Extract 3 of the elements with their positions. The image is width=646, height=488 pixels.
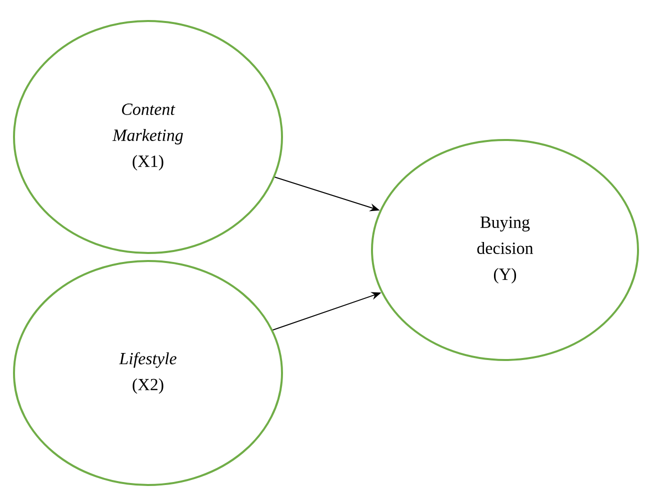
ellipse-node: Lifestyle (X2): [13, 260, 283, 486]
ellipse-node: Buying decision (Y): [371, 139, 639, 361]
ellipse-node: Content Marketing (X1): [13, 20, 283, 254]
